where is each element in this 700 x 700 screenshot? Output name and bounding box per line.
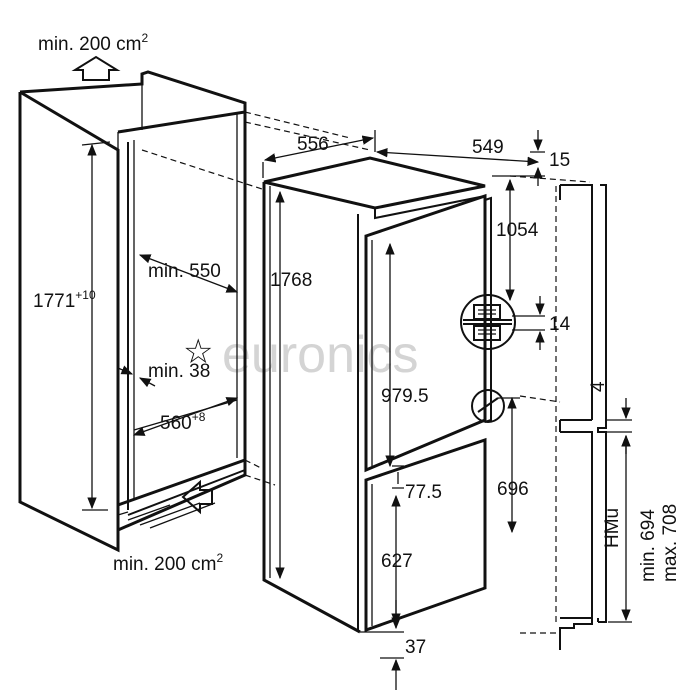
label-upper-door: 1054: [496, 220, 539, 241]
dim-niche-gap: [117, 365, 156, 388]
label-niche-height: 1771+10: [33, 288, 96, 312]
label-appliance-height: 1768: [270, 270, 312, 291]
dim-panel-gap: [606, 398, 632, 454]
dim-lower-door: [498, 396, 520, 534]
label-hmu: HMu: [602, 508, 623, 548]
label-hmu-max: max. 708: [660, 504, 681, 582]
furniture-door-panel: [555, 184, 607, 650]
dim-appliance-width: [262, 130, 376, 178]
watermark-text: euronics: [222, 326, 419, 384]
niche-cabinet: [18, 70, 247, 553]
label-vent-bottom: min. 200 cm2: [113, 551, 223, 575]
label-niche-depth: min. 550: [148, 261, 221, 282]
dim-middle-gap: [392, 465, 404, 489]
dim-hmu: [608, 434, 632, 623]
label-vent-top: min. 200 cm2: [38, 31, 148, 55]
label-freezer-height: 627: [381, 551, 413, 572]
label-panel-gap: 4: [588, 381, 609, 392]
label-fridge-height: 979.5: [381, 386, 429, 407]
dim-niche-width: [132, 397, 239, 436]
dim-niche-depth: [138, 254, 239, 293]
watermark: ☆ euronics: [183, 326, 419, 384]
dim-niche-height: [81, 141, 111, 511]
label-bottom-gap: 37: [405, 637, 426, 658]
hinge-detail: [460, 294, 516, 350]
label-middle-gap: 77.5: [405, 482, 442, 503]
label-lower-door: 696: [497, 479, 529, 500]
label-niche-gap: min. 38: [148, 361, 210, 382]
dim-hinge-gap: [512, 296, 545, 350]
label-niche-width: 560+8: [160, 410, 206, 434]
label-top-gap: 15: [549, 150, 570, 171]
dim-top-gap: [492, 130, 545, 186]
middle-hinge-marker: [471, 389, 505, 423]
bottom-vent-arrow-icon: [181, 479, 213, 515]
label-appliance-depth: 549: [472, 137, 504, 158]
dim-appliance-depth: [375, 147, 540, 167]
dim-bottom-gap: [360, 600, 404, 690]
top-vent-arrow-icon: [71, 55, 121, 81]
svg-text:☆: ☆: [183, 333, 213, 371]
label-hmu-min: min. 694: [638, 509, 659, 582]
label-hinge-gap: 14: [549, 314, 571, 335]
label-appliance-width: 556: [297, 134, 329, 155]
appliance-body: [262, 156, 492, 634]
